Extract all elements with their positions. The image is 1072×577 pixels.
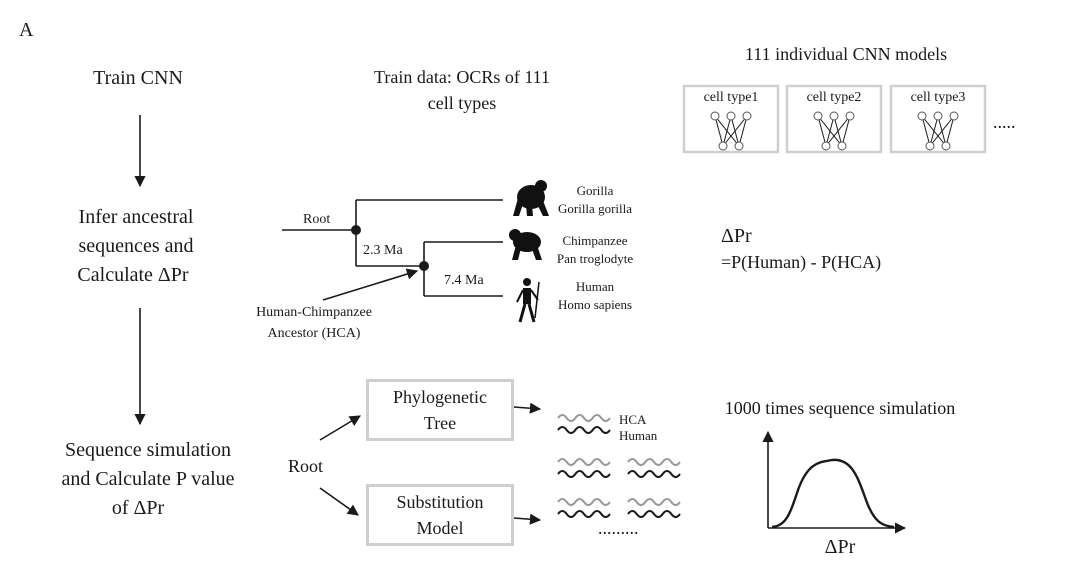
species-gorilla-latin: Gorilla gorilla: [557, 201, 633, 216]
net-edge: [921, 115, 931, 147]
sequence-wave: [557, 414, 611, 422]
models-title: 111 individual CNN models: [744, 44, 948, 64]
human-icon: [516, 278, 540, 323]
panel-label: A: [19, 19, 34, 41]
step-train-cnn: Train CNN: [93, 67, 183, 89]
hca-label-line1: Human-Chimpanzee: [256, 305, 372, 320]
gorilla-icon: [513, 180, 549, 216]
net-node: [726, 111, 736, 121]
step-simulate-line2: and Calculate P value: [61, 468, 235, 490]
net-node: [710, 111, 720, 121]
net-node: [718, 141, 728, 151]
phylogenetic-tree-line1: Phylogenetic: [393, 387, 487, 407]
phylogenetic-tree-line2: Tree: [423, 413, 457, 433]
substitution-model-box: Substitution Model: [366, 484, 514, 546]
substitution-model-line2: Model: [416, 518, 464, 538]
species-chimpanzee-common: Chimpanzee: [562, 233, 628, 248]
species-human-common: Human: [575, 279, 615, 294]
phylogenetic-tree-box: Phylogenetic Tree: [366, 379, 514, 441]
seq-dots: .........: [598, 518, 639, 538]
net-node: [734, 141, 744, 151]
time-label-7-4: 7.4 Ma: [444, 273, 484, 288]
net-node: [829, 111, 839, 121]
net-node: [933, 111, 943, 121]
net-node: [813, 111, 823, 121]
model-to-seq-arrow: [513, 513, 542, 525]
species-human-latin: Homo sapiens: [557, 297, 633, 312]
root-to-model-arrow: [319, 487, 359, 516]
sequence-wave: [557, 470, 611, 478]
sequence-wave: [557, 498, 611, 506]
step-infer-line1: Infer ancestral: [78, 206, 194, 228]
net-node: [941, 141, 951, 151]
sim-root-label: Root: [288, 456, 324, 476]
net-node: [845, 111, 855, 121]
net-edge: [825, 115, 835, 147]
net-edge: [714, 115, 724, 147]
sequence-wave: [627, 510, 681, 518]
seq-label-hca: HCA: [619, 412, 647, 427]
train-data-line1: Train data: OCRs of 111: [373, 67, 551, 87]
delta-pr-symbol: ΔPr: [721, 225, 752, 247]
net-edge: [841, 115, 851, 147]
net-node: [821, 141, 831, 151]
distribution-curve: [771, 458, 895, 529]
distribution-plot: [762, 430, 907, 534]
net-edge: [945, 115, 955, 147]
seq-label-human: Human: [619, 428, 658, 443]
net-edge: [929, 115, 939, 147]
sequence-wave: [627, 458, 681, 466]
net-node: [925, 141, 935, 151]
chimpanzee-icon: [509, 229, 542, 260]
sequence-wave: [627, 498, 681, 506]
net-node: [949, 111, 959, 121]
net-edge: [817, 115, 827, 147]
cell-type-2-label: cell type2: [806, 90, 862, 105]
sequence-wave: [627, 470, 681, 478]
time-label-2-3: 2.3 Ma: [363, 243, 403, 258]
simulated-sequences: [557, 414, 681, 518]
step-infer-line3: Calculate ΔPr: [77, 264, 189, 286]
models-ellipsis: .....: [993, 112, 1016, 132]
simulation-title: 1000 times sequence simulation: [724, 398, 956, 418]
root-node: [351, 225, 361, 235]
hca-label-line2: Ancestor (HCA): [267, 326, 361, 341]
net-edge: [722, 115, 748, 147]
tree-root-label: Root: [303, 212, 331, 227]
net-node: [742, 111, 752, 121]
tree-to-seq-arrow: [513, 402, 542, 414]
net-edge: [722, 115, 732, 147]
step-simulate-line1: Sequence simulation: [64, 439, 232, 461]
sequence-wave: [557, 458, 611, 466]
net-edge: [929, 115, 955, 147]
net-node: [837, 141, 847, 151]
step-infer-line2: sequences and: [78, 235, 194, 257]
cell-type-1-label: cell type1: [703, 90, 759, 105]
delta-pr-formula: =P(Human) - P(HCA): [721, 252, 882, 272]
step-simulate-line3: of ΔPr: [111, 497, 165, 519]
net-edge: [825, 115, 851, 147]
hca-node: [419, 261, 429, 271]
net-node: [917, 111, 927, 121]
hca-pointer-arrow: [322, 268, 419, 301]
species-gorilla-common: Gorilla: [576, 183, 614, 198]
net-edge: [738, 115, 748, 147]
neural-net-icons: [710, 111, 959, 151]
cell-type-3-label: cell type3: [910, 90, 966, 105]
plot-x-label: ΔPr: [824, 536, 856, 558]
sequence-wave: [557, 510, 611, 518]
species-chimpanzee-latin: Pan troglodyte: [556, 251, 634, 266]
cnn-model-boxes: [682, 84, 987, 154]
phylogenetic-tree: [282, 199, 503, 297]
substitution-model-line1: Substitution: [396, 492, 484, 512]
train-data-line2: cell types: [427, 93, 497, 113]
root-to-tree-arrow: [319, 415, 361, 441]
sequence-wave: [557, 426, 611, 434]
